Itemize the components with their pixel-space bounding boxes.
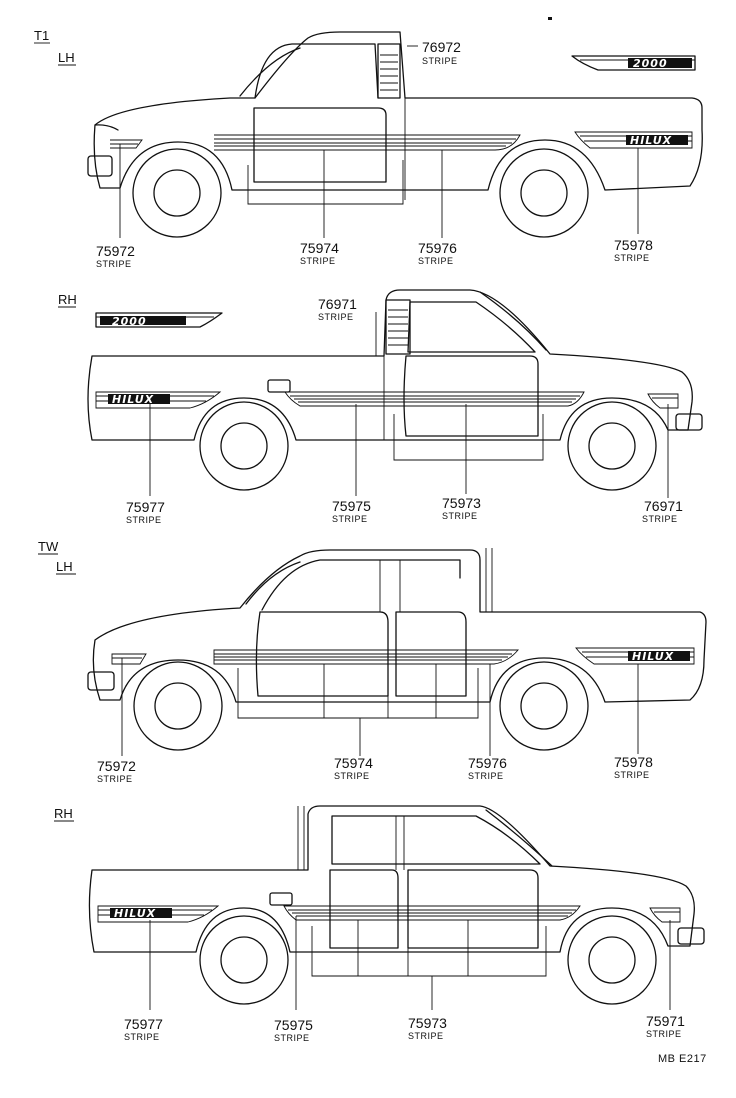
part-number: 75977 bbox=[126, 499, 165, 515]
panel-t1-rh: RH 2000 bbox=[58, 289, 703, 525]
callout-75972: 75972 STRIPE bbox=[97, 758, 136, 784]
section-label-t1: T1 bbox=[34, 28, 49, 43]
part-number: 75978 bbox=[614, 754, 653, 770]
part-number: 75974 bbox=[300, 240, 339, 256]
part-name: STRIPE bbox=[642, 514, 678, 524]
callout-75976: 75976 STRIPE bbox=[468, 755, 507, 781]
part-number: 75974 bbox=[334, 755, 373, 771]
panel-t1-lh: T1 LH bbox=[34, 17, 703, 269]
truck-outline-single-cab-rh: HILUX bbox=[87, 289, 703, 491]
callout-75977: 75977 STRIPE bbox=[126, 499, 165, 525]
section-label-lh: LH bbox=[56, 559, 73, 574]
emblem-2000: 2000 bbox=[633, 57, 668, 70]
badge-2000: 2000 bbox=[571, 55, 696, 71]
part-name: STRIPE bbox=[274, 1033, 310, 1043]
callout-76971-lower: 76971 STRIPE bbox=[642, 498, 683, 524]
part-number: 75975 bbox=[332, 498, 371, 514]
truck-outline-double-cab-rh: HILUX bbox=[88, 805, 705, 1005]
callout-75973: 75973 STRIPE bbox=[442, 495, 481, 521]
hilux-emblem: HILUX bbox=[114, 907, 156, 920]
emblem-2000: 2000 bbox=[112, 315, 147, 328]
callout-75974: 75974 STRIPE bbox=[300, 240, 339, 266]
hilux-emblem: HILUX bbox=[632, 650, 674, 663]
part-name: STRIPE bbox=[614, 253, 650, 263]
part-number: 75971 bbox=[646, 1013, 685, 1029]
part-number: 75977 bbox=[124, 1016, 163, 1032]
part-number: 75973 bbox=[442, 495, 481, 511]
callout-75973: 75973 STRIPE bbox=[408, 1015, 447, 1041]
section-label-rh: RH bbox=[58, 292, 77, 307]
truck-outline-single-cab-lh: HILUX bbox=[87, 31, 703, 238]
part-number: 75976 bbox=[418, 240, 457, 256]
hilux-emblem: HILUX bbox=[630, 134, 672, 147]
callout-75975: 75975 STRIPE bbox=[332, 498, 371, 524]
callout-75977: 75977 STRIPE bbox=[124, 1016, 163, 1042]
section-label-tw: TW bbox=[38, 539, 59, 554]
part-name: STRIPE bbox=[332, 514, 368, 524]
callout-75976: 75976 STRIPE bbox=[418, 240, 457, 266]
diagram-code: MB E217 bbox=[658, 1053, 707, 1065]
section-label-rh: RH bbox=[54, 806, 73, 821]
hilux-emblem: HILUX bbox=[112, 393, 154, 406]
callout-76972: 76972 STRIPE bbox=[422, 39, 461, 66]
part-number: 75978 bbox=[614, 237, 653, 253]
part-name: STRIPE bbox=[318, 312, 354, 322]
section-label-lh: LH bbox=[58, 50, 75, 65]
part-number: 76972 bbox=[422, 39, 461, 55]
badge-2000-rh: 2000 bbox=[95, 312, 223, 328]
part-name: STRIPE bbox=[96, 259, 132, 269]
part-name: STRIPE bbox=[418, 256, 454, 266]
callout-75978: 75978 STRIPE bbox=[614, 754, 653, 780]
part-number: 76971 bbox=[644, 498, 683, 514]
part-number: 75976 bbox=[468, 755, 507, 771]
callout-76971-upper: 76971 STRIPE bbox=[318, 296, 357, 322]
part-number: 75972 bbox=[96, 243, 135, 259]
part-name: STRIPE bbox=[442, 511, 478, 521]
part-number: 75972 bbox=[97, 758, 136, 774]
callout-75978: 75978 STRIPE bbox=[614, 237, 653, 263]
part-name: STRIPE bbox=[124, 1032, 160, 1042]
part-name: STRIPE bbox=[468, 771, 504, 781]
truck-outline-double-cab-lh: HILUX bbox=[87, 548, 707, 751]
part-number: 76971 bbox=[318, 296, 357, 312]
panel-tw-rh: RH bbox=[54, 805, 705, 1043]
callout-75975: 75975 STRIPE bbox=[274, 1017, 313, 1043]
part-number: 75973 bbox=[408, 1015, 447, 1031]
part-name: STRIPE bbox=[126, 515, 162, 525]
callout-75972: 75972 STRIPE bbox=[96, 243, 135, 269]
part-name: STRIPE bbox=[97, 774, 133, 784]
callout-75974: 75974 STRIPE bbox=[334, 755, 373, 781]
part-name: STRIPE bbox=[334, 771, 370, 781]
panel-tw-lh: TW LH bbox=[38, 539, 707, 784]
callout-75971: 75971 STRIPE bbox=[646, 1013, 685, 1039]
part-number: 75975 bbox=[274, 1017, 313, 1033]
part-name: STRIPE bbox=[300, 256, 336, 266]
part-name: STRIPE bbox=[408, 1031, 444, 1041]
part-name: STRIPE bbox=[422, 56, 458, 66]
part-name: STRIPE bbox=[614, 770, 650, 780]
part-name: STRIPE bbox=[646, 1029, 682, 1039]
